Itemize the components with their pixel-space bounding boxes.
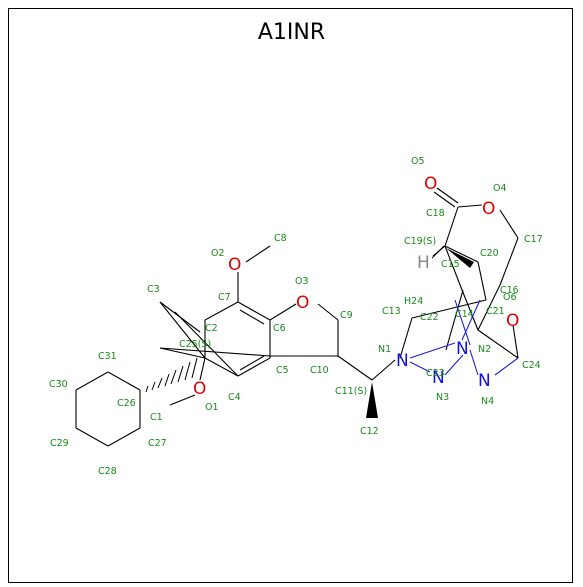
label-c28: C28 xyxy=(98,466,117,477)
label-c16: C16 xyxy=(500,285,519,296)
label-c10: C10 xyxy=(310,365,329,376)
label-c29: C29 xyxy=(50,438,69,449)
label-c17: C17 xyxy=(524,234,543,245)
label-o2: O2 xyxy=(211,248,225,259)
label-c15: C15 xyxy=(441,259,460,270)
label-c30: C30 xyxy=(49,379,68,390)
label-c3: C3 xyxy=(147,284,160,295)
label-o1: O1 xyxy=(205,402,219,413)
atom-n3: N xyxy=(432,368,445,388)
label-c21: C21 xyxy=(486,306,505,317)
atom-o1: O xyxy=(193,379,206,399)
label-c24: C24 xyxy=(522,360,541,371)
label-n2: N2 xyxy=(478,344,491,355)
label-o3: O3 xyxy=(295,276,309,287)
label-c14: C14 xyxy=(455,309,474,320)
label-c23: C23 xyxy=(426,368,445,379)
atom-o5: O xyxy=(424,174,437,194)
label-n1: N1 xyxy=(378,344,391,355)
label-c1: C1 xyxy=(150,412,163,423)
atom-o3: O xyxy=(296,293,309,313)
atom-h: H xyxy=(417,253,430,273)
label-c2: C2 xyxy=(205,323,218,334)
wedge-c12 xyxy=(366,382,378,418)
label-c26: C26 xyxy=(117,398,136,409)
label-c4: C4 xyxy=(228,392,241,403)
label-c9: C9 xyxy=(340,310,353,321)
label-c7: C7 xyxy=(218,292,231,303)
label-c22: C22 xyxy=(420,312,439,323)
wedge-c15 xyxy=(446,248,474,268)
bond-lines xyxy=(75,187,519,447)
label-c11: C11(S) xyxy=(335,386,367,397)
atom-o6: O xyxy=(506,311,519,331)
label-n4: N4 xyxy=(481,396,494,407)
label-n3: N3 xyxy=(436,392,449,403)
label-c19: C19(S) xyxy=(404,236,436,247)
label-o6: O6 xyxy=(503,292,517,303)
label-c31: C31 xyxy=(98,351,117,362)
atom-n1: N xyxy=(396,351,409,371)
atom-o2: O xyxy=(228,255,241,275)
label-c13: C13 xyxy=(382,306,401,317)
label-c18: C18 xyxy=(426,208,445,219)
label-c5: C5 xyxy=(276,365,289,376)
atom-n2: N xyxy=(456,339,469,359)
atom-o4: O xyxy=(482,199,495,219)
label-c20: C20 xyxy=(480,248,499,259)
hash-h xyxy=(431,245,445,259)
label-c8: C8 xyxy=(274,233,287,244)
label-h24: H24 xyxy=(404,296,423,307)
diagram-title: A1INR xyxy=(257,20,326,45)
label-c27: C27 xyxy=(148,438,167,449)
label-c6: C6 xyxy=(273,323,286,334)
label-c25: C25(S) xyxy=(179,339,211,350)
label-o5: O5 xyxy=(411,156,425,167)
diagram-frame xyxy=(8,8,573,583)
atom-labels: O5 O4 C18 C17 C19(S) C20 C15 C16 O6 C21 … xyxy=(49,156,543,477)
label-o4: O4 xyxy=(493,183,507,194)
label-c12: C12 xyxy=(360,426,379,437)
atom-n4: N xyxy=(478,371,491,391)
